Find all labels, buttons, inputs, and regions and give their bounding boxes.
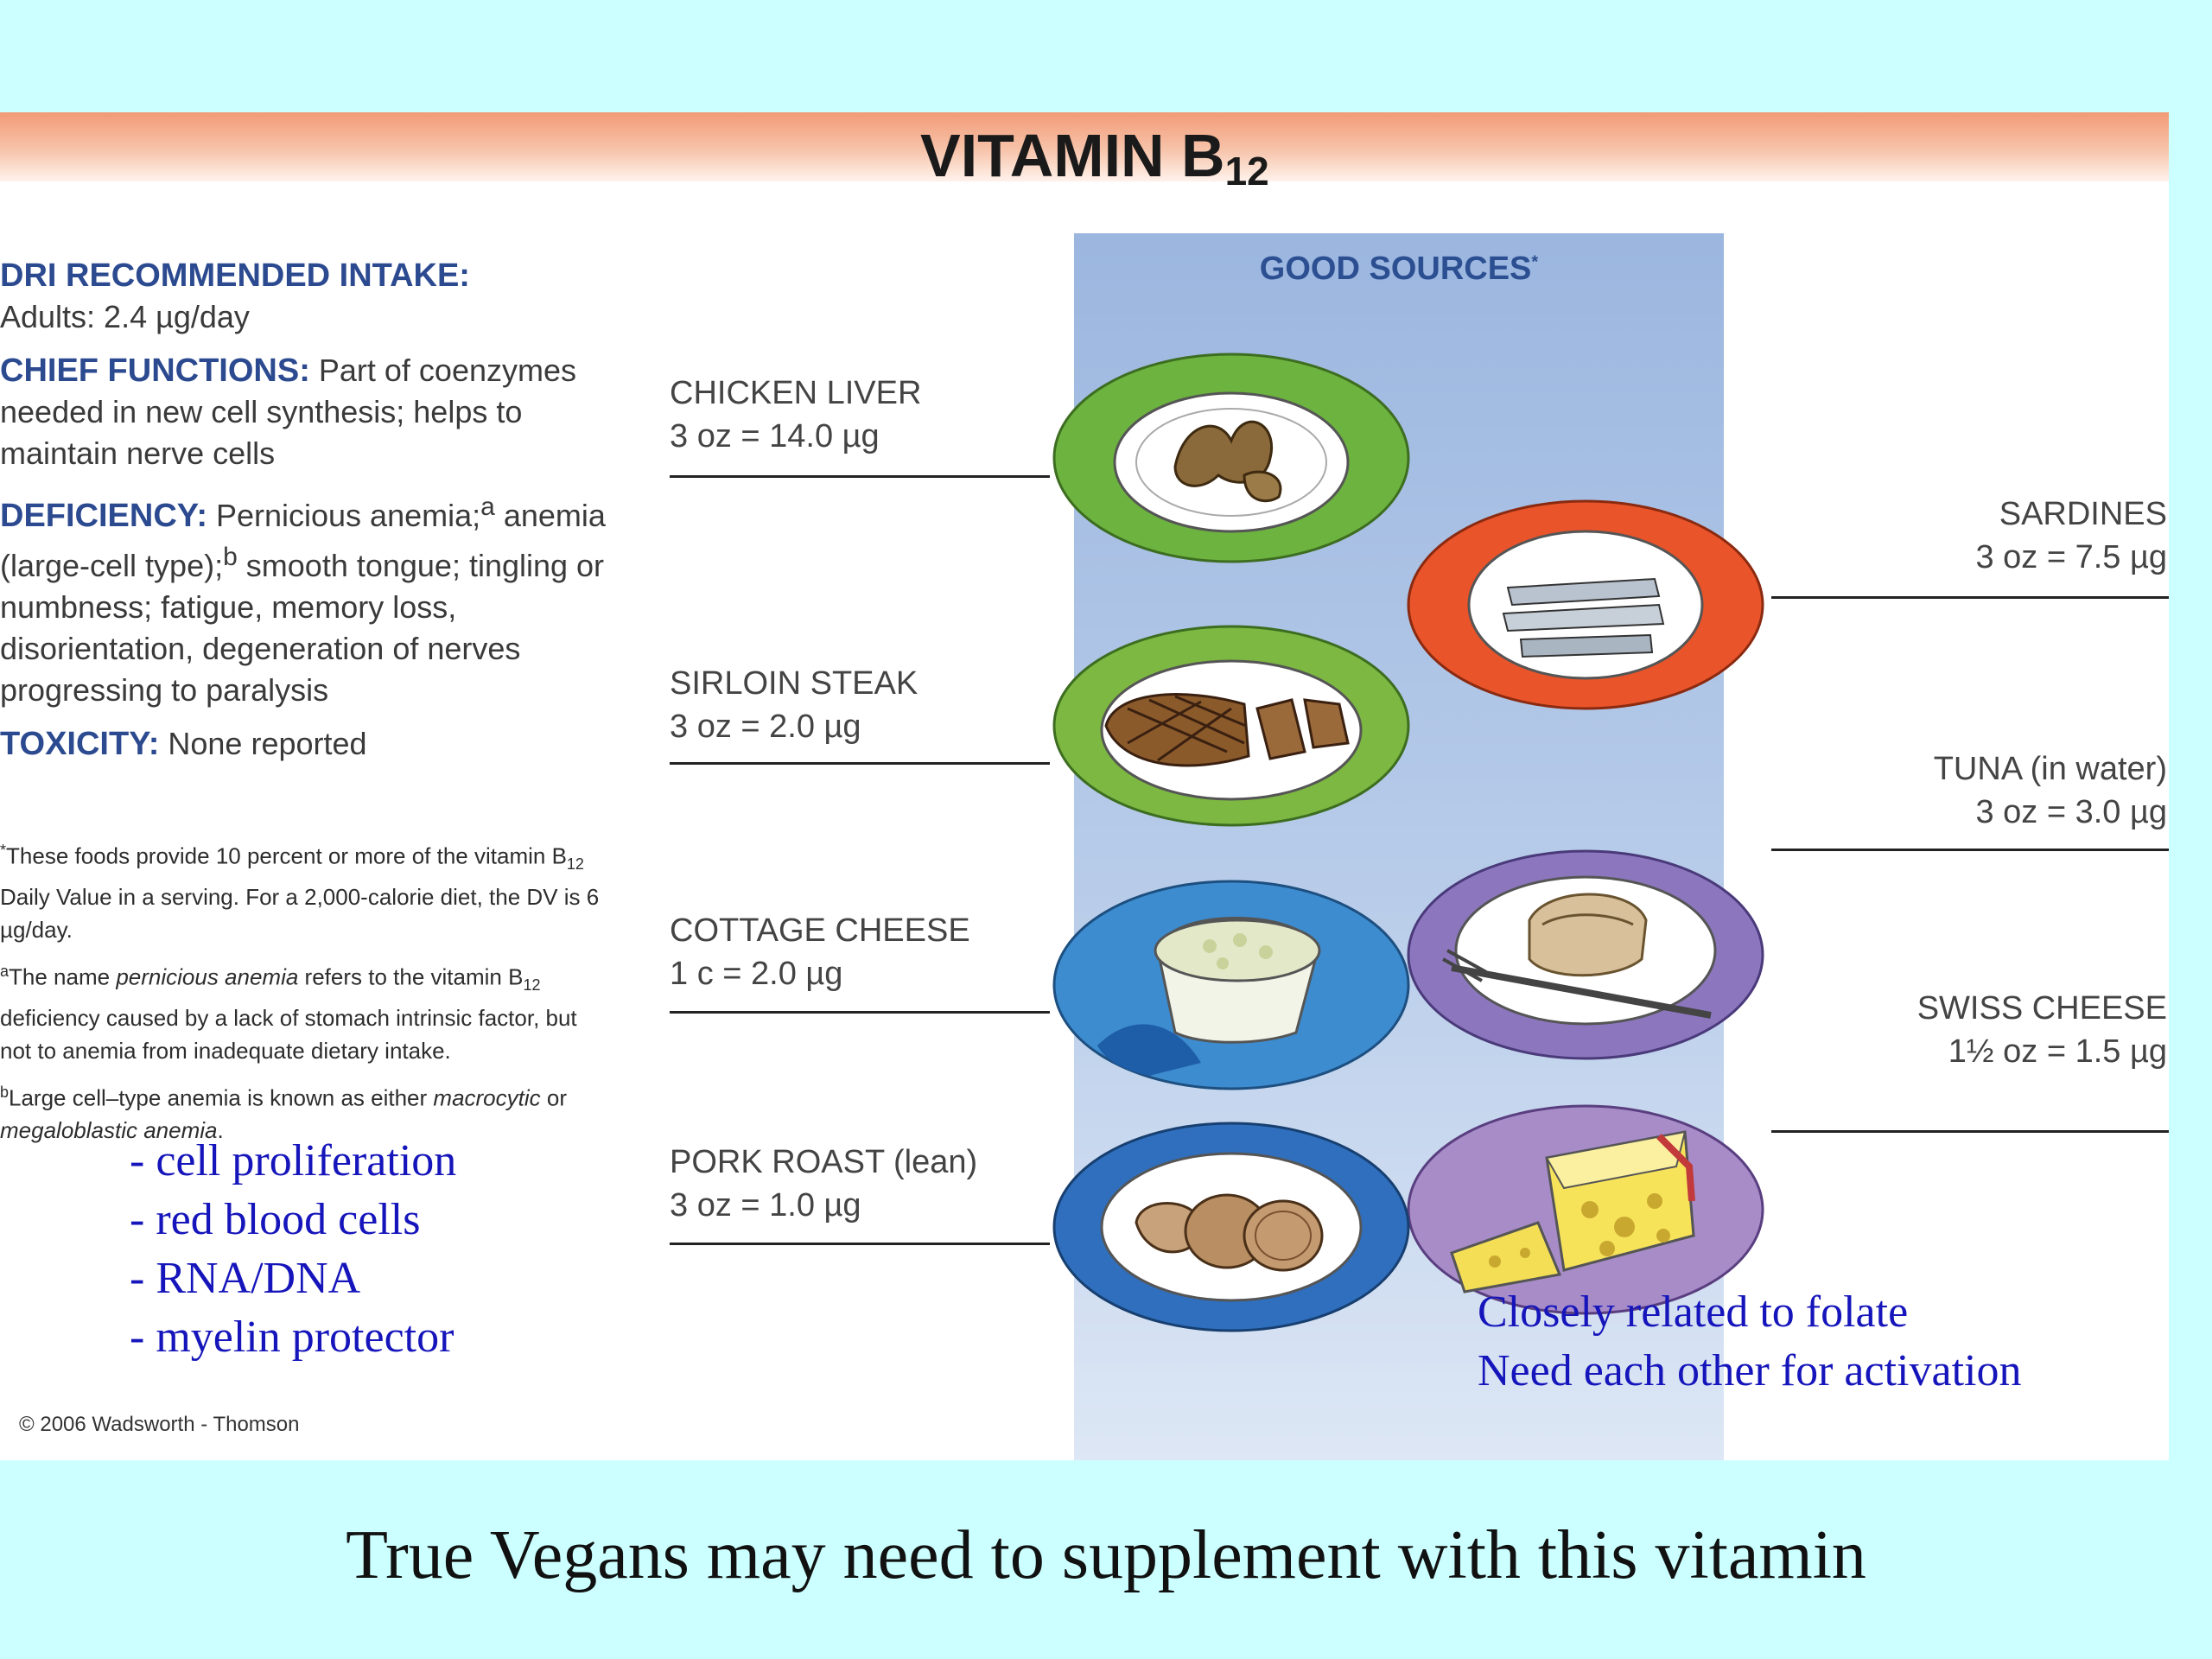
folate-note: Closely related to folate Need each othe…: [1478, 1283, 2021, 1401]
footnote-b-text-2: or: [540, 1084, 567, 1111]
footnote-star: *These foods provide 10 percent or more …: [0, 834, 613, 946]
cottage-cheese-plate: [1052, 880, 1410, 1090]
toxicity-body: None reported: [159, 726, 367, 761]
footnote-b-emphasis-1: macrocytic: [433, 1084, 541, 1111]
footnote-a-sub: 12: [523, 976, 541, 994]
tuna-plate: [1407, 849, 1764, 1060]
list-item: - myelin protector: [130, 1313, 454, 1362]
list-item: - red blood cells: [130, 1195, 421, 1244]
page-title: VITAMIN B12: [920, 121, 1269, 194]
sardines-name: SARDINES: [1999, 496, 2167, 532]
pork-roast-label: PORK ROAST (lean) 3 oz = 1.0 µg: [670, 1141, 977, 1227]
function-list: - cell proliferation - red blood cells -…: [130, 1132, 456, 1367]
footnote-b-text-3: .: [217, 1117, 224, 1144]
footnote-star-mark: *: [0, 842, 7, 859]
dri-section: DRI RECOMMENDED INTAKE: Adults: 2.4 µg/da…: [0, 255, 613, 338]
title-main: VITAMIN B: [920, 122, 1225, 189]
deficiency-section: DEFICIENCY: Pernicious anemia;a anemia (…: [0, 486, 613, 711]
footnote-a-text-3: deficiency caused by a lack of stomach i…: [0, 1004, 577, 1064]
sardines-label: SARDINES 3 oz = 7.5 µg: [1975, 493, 2167, 579]
pork-roast-leader: [670, 1243, 1050, 1245]
footnote-a: aThe name pernicious anemia refers to th…: [0, 955, 613, 1067]
footnote-b-mark: b: [0, 1083, 10, 1101]
deficiency-footnote-b: b: [223, 543, 238, 571]
deficiency-footnote-a: a: [480, 493, 495, 521]
good-sources-mark: *: [1531, 252, 1539, 272]
chicken-liver-label: CHICKEN LIVER 3 oz = 14.0 µg: [670, 372, 921, 458]
functions-heading: CHIEF FUNCTIONS:: [0, 353, 310, 389]
swiss-cheese-leader: [1771, 1130, 2169, 1133]
sardines-leader: [1771, 596, 2169, 599]
functions-body: Part of coenzymes needed in new cell syn…: [0, 353, 577, 471]
cottage-cheese-label: COTTAGE CHEESE 1 c = 2.0 µg: [670, 909, 970, 995]
dri-heading: DRI RECOMMENDED INTAKE:: [0, 257, 470, 294]
deficiency-text-1: Pernicious anemia;: [207, 498, 481, 533]
title-subscript: 12: [1224, 149, 1269, 194]
list-item: - cell proliferation: [130, 1136, 457, 1185]
cottage-cheese-leader: [670, 1011, 1050, 1014]
chicken-liver-amount: 3 oz = 14.0 µg: [670, 418, 880, 454]
sardines-plate: [1407, 499, 1764, 710]
sardines-amount: 3 oz = 7.5 µg: [1975, 539, 2167, 575]
swiss-cheese-plate: [1407, 1104, 1764, 1315]
footnote-a-text-2: refers to the vitamin B: [298, 963, 524, 990]
toxicity-heading: TOXICITY:: [0, 726, 160, 762]
chicken-liver-leader: [670, 475, 1050, 478]
functions-section: CHIEF FUNCTIONS: Part of coenzymes neede…: [0, 350, 613, 474]
cottage-cheese-amount: 1 c = 2.0 µg: [670, 956, 843, 992]
pork-roast-amount: 3 oz = 1.0 µg: [670, 1187, 861, 1224]
swiss-cheese-label: SWISS CHEESE 1½ oz = 1.5 µg: [1917, 987, 2167, 1073]
info-column: DRI RECOMMENDED INTAKE: Adults: 2.4 µg/da…: [0, 255, 613, 777]
sirloin-steak-amount: 3 oz = 2.0 µg: [670, 709, 861, 745]
tuna-label: TUNA (in water) 3 oz = 3.0 µg: [1934, 747, 2167, 834]
footnote-star-sub: 12: [566, 855, 584, 873]
good-sources-title: GOOD SOURCES*: [1074, 251, 1724, 288]
vitamin-panel: VITAMIN B12 GOOD SOURCES* DRI RECOMMENDE…: [0, 112, 2169, 1460]
tuna-amount: 3 oz = 3.0 µg: [1975, 794, 2167, 830]
title-banner: [0, 112, 2169, 181]
tuna-name: TUNA (in water): [1933, 751, 2167, 787]
list-item: - RNA/DNA: [130, 1254, 361, 1303]
footnote-a-mark: a: [0, 962, 10, 980]
good-sources-label: GOOD SOURCES: [1259, 251, 1532, 287]
deficiency-text-3: smooth tongue; tingling or numbness; fat…: [0, 548, 605, 708]
copyright: © 2006 Wadsworth - Thomson: [19, 1413, 300, 1436]
footnote-a-emphasis: pernicious anemia: [116, 963, 299, 990]
pork-roast-name: PORK ROAST (lean): [670, 1144, 978, 1180]
pork-roast-plate: [1052, 1122, 1410, 1332]
footnote-b: bLarge cell–type anemia is known as eith…: [0, 1076, 613, 1147]
deficiency-heading: DEFICIENCY:: [0, 498, 207, 534]
sirloin-steak-name: SIRLOIN STEAK: [670, 665, 918, 702]
folate-note-line-2: Need each other for activation: [1478, 1346, 2022, 1395]
tuna-leader: [1771, 849, 2169, 851]
toxicity-section: TOXICITY: None reported: [0, 723, 613, 765]
sirloin-steak-plate: [1052, 625, 1410, 827]
footnote-b-text-1: Large cell–type anemia is known as eithe…: [9, 1084, 434, 1111]
footnote-star-text-2: Daily Value in a serving. For a 2,000-ca…: [0, 883, 600, 943]
footnote-a-text-1: The name: [9, 963, 117, 990]
chicken-liver-name: CHICKEN LIVER: [670, 375, 922, 411]
swiss-cheese-name: SWISS CHEESE: [1916, 990, 2167, 1027]
footnote-b-emphasis-2: megaloblastic anemia: [0, 1117, 218, 1144]
sirloin-steak-label: SIRLOIN STEAK 3 oz = 2.0 µg: [670, 662, 918, 748]
dri-body: Adults: 2.4 µg/day: [0, 299, 250, 334]
cottage-cheese-name: COTTAGE CHEESE: [670, 912, 970, 949]
deficiency-text-2: anemia (large-cell type);: [0, 498, 606, 583]
footnote-star-text-1: These foods provide 10 percent or more o…: [6, 842, 567, 869]
vegan-note: True Vegans may need to supplement with …: [346, 1517, 1866, 1593]
footnotes: *These foods provide 10 percent or more …: [0, 834, 613, 1155]
chicken-liver-plate: [1052, 353, 1410, 563]
sirloin-steak-leader: [670, 762, 1050, 765]
folate-note-line-1: Closely related to folate: [1478, 1287, 1909, 1337]
swiss-cheese-amount: 1½ oz = 1.5 µg: [1948, 1033, 2167, 1070]
